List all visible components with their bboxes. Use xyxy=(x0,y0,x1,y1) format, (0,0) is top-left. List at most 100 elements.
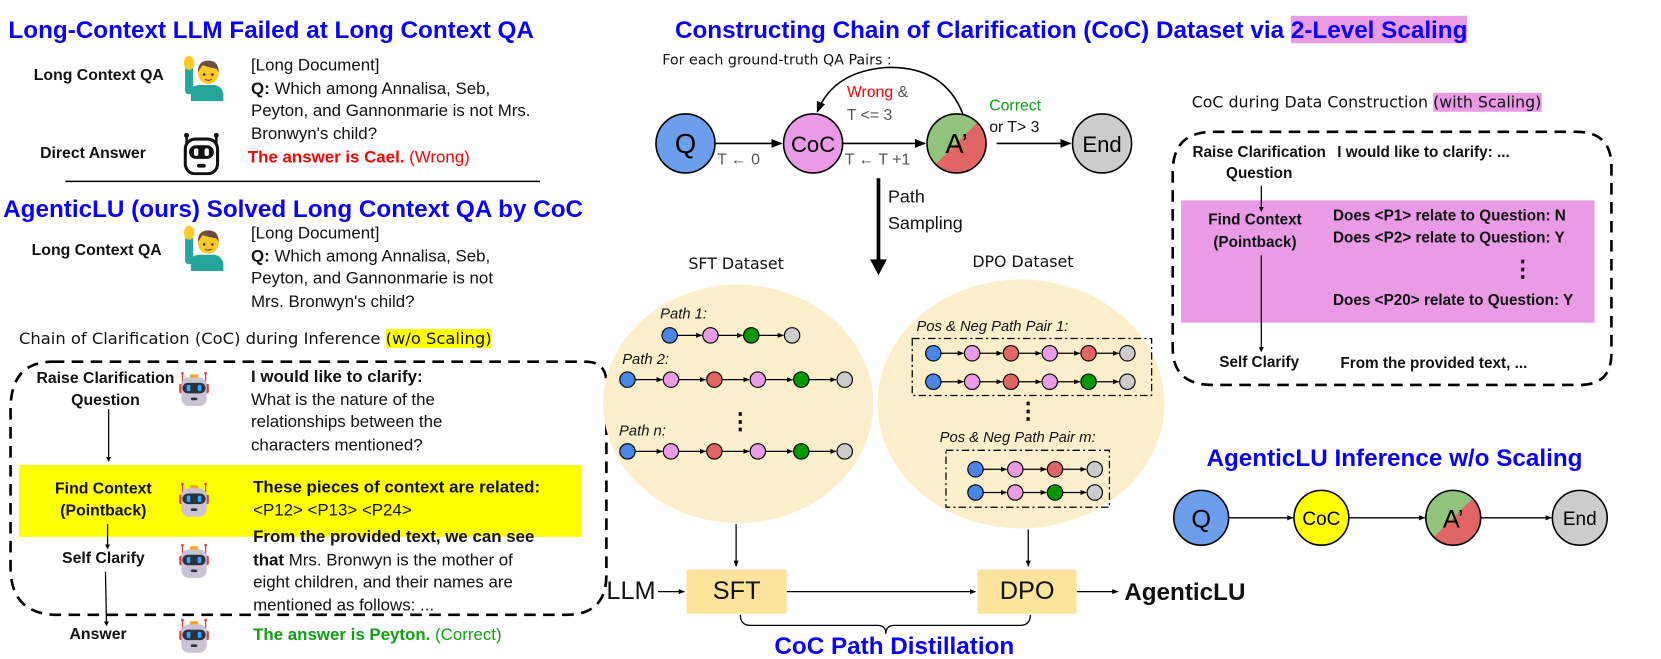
robot-icon xyxy=(178,371,210,407)
relevance-ellipsis: ⋮ xyxy=(1511,255,1535,282)
inference-node-answer-correct-half xyxy=(1425,490,1473,538)
sft-stage: SFT xyxy=(686,569,787,614)
step-label: Question xyxy=(1226,165,1293,183)
dpo-pair-m-positive-node-end xyxy=(1086,484,1104,501)
text-line: eight children, and their names are xyxy=(253,573,513,592)
node-answer-label: A’ xyxy=(945,128,967,159)
step-label: Question xyxy=(71,391,140,410)
step-self-clarify: Self Clarify xyxy=(1219,354,1300,372)
relevance-checks: Does <P1> relate to Question: N Does <P2… xyxy=(1333,206,1566,250)
dpo-pair-1-positive-node-end xyxy=(1119,373,1136,391)
loop-condition: Wrong & xyxy=(847,82,908,103)
text-line: characters mentioned? xyxy=(250,436,423,455)
relevance-line: Does <P1> relate to Question: N xyxy=(1333,207,1566,225)
step-label: Find Context xyxy=(55,479,152,498)
exit-correct: Correct xyxy=(989,97,1042,115)
failed-section-title: Long-Context LLM Failed at Long Context … xyxy=(8,15,534,44)
step-label: Raise Clarification xyxy=(1192,144,1326,162)
dpo-pair-1-positive-node-coc xyxy=(1041,373,1059,391)
inference-section-title: AgenticLU Inference w/o Scaling xyxy=(1206,443,1583,472)
sft-path-1-node-end xyxy=(783,327,801,344)
text-line: Mrs. Bronwyn is the mother of xyxy=(284,551,513,570)
dpo-pair-m-box xyxy=(945,449,1111,508)
sft-path-n-node-q xyxy=(619,443,636,460)
heading-highlight: (with Scaling) xyxy=(1433,92,1542,112)
question-prefix: Q: xyxy=(250,247,270,266)
inference-node-end-label: End xyxy=(1563,509,1597,530)
construction-section-title: Constructing Chain of Clarification (CoC… xyxy=(674,15,1467,44)
solved-question-block: [Long Document] Q: Which among Annalisa,… xyxy=(251,223,493,314)
arrow-self-to-answer xyxy=(103,571,109,627)
document-placeholder: [Long Document] xyxy=(250,56,380,75)
sft-dataset-area xyxy=(603,284,874,524)
label-line: Path xyxy=(887,186,925,207)
step-find-context: Find Context (Pointback) xyxy=(55,478,152,522)
agenticlu-output-label: AgenticLU xyxy=(1124,577,1246,606)
long-context-qa-label: Long Context QA xyxy=(31,241,162,260)
inference-node-coc xyxy=(1293,489,1350,547)
raise-clarification-text: I would like to clarify: What is the nat… xyxy=(251,366,442,457)
label-line: Sampling xyxy=(887,213,963,234)
dpo-pair-m-positive-node-coc xyxy=(1006,484,1024,501)
step-label: (Pointback) xyxy=(60,501,147,520)
heading-text: CoC during Data Construction xyxy=(1191,92,1429,112)
coc-path-distillation-label: CoC Path Distillation xyxy=(774,631,1015,659)
sft-path-2-node-correct xyxy=(793,371,810,388)
step-label: Raise Clarification xyxy=(36,369,175,388)
person-raising-hand-icon xyxy=(183,55,224,102)
dpo-pair-1-negative-node-coc xyxy=(1041,345,1059,362)
coc-loop-graph: Q CoC A’ End xyxy=(655,66,1133,174)
verdict-correct: (Correct) xyxy=(435,626,502,645)
dpo-pair-m-negative-node-coc xyxy=(1006,461,1024,478)
dpo-pair-1-box xyxy=(911,337,1153,397)
text-line: <P12> <P13> <P24> xyxy=(253,501,412,520)
inference-node-answer-label: A’ xyxy=(1443,505,1464,533)
question-line: Which among Annalisa, Seb, xyxy=(274,247,491,266)
person-raising-hand-icon xyxy=(183,225,224,272)
inference-node-q xyxy=(1172,489,1230,547)
sft-path-n-node-end xyxy=(836,443,854,460)
robot-icon xyxy=(182,132,221,176)
dpo-pair-1-negative-node-q xyxy=(925,345,942,362)
node-answer xyxy=(926,113,987,174)
relevance-line: Does <P2> relate to Question: Y xyxy=(1333,229,1565,247)
exit-threshold: or T> 3 xyxy=(989,118,1040,137)
step-find-context: Find Context(Pointback) xyxy=(1208,210,1301,254)
dpo-ellipsis: ⋮ xyxy=(1016,397,1040,424)
node-q-label: Q xyxy=(675,128,696,159)
dpo-pair-1-negative-node-coc xyxy=(963,345,981,362)
verdict-wrong: (Wrong) xyxy=(409,148,470,167)
wrong-answer: The answer is Cael. (Wrong) xyxy=(248,147,470,170)
node-end-label: End xyxy=(1082,132,1121,157)
dpo-pair-1-positive-node-q xyxy=(925,373,942,391)
step-answer: Answer xyxy=(69,625,127,644)
edge-label-increment: T ← T +1 xyxy=(844,150,911,169)
question-prefix: Q: xyxy=(250,79,270,98)
title-text: Constructing Chain of Clarification (CoC… xyxy=(674,15,1285,44)
sft-path-2-node-coc xyxy=(662,371,680,388)
sft-path-2-node-end xyxy=(836,371,854,388)
robot-icon xyxy=(178,543,210,579)
coc-inference-dashed-box xyxy=(9,360,608,617)
distillation-brace xyxy=(739,614,1031,634)
sft-path-n-node-coc xyxy=(662,443,680,460)
sft-path-2-node-wrong xyxy=(706,371,723,388)
inference-node-answer xyxy=(1425,489,1482,547)
sft-path-n-node-wrong xyxy=(706,443,723,460)
failed-question-block: [Long Document] Q: Which among Annalisa,… xyxy=(251,55,531,146)
step-label: (Pointback) xyxy=(1213,234,1297,251)
loop-amp: & xyxy=(897,83,909,102)
coc-inference-heading: Chain of Clarification (CoC) during Infe… xyxy=(19,328,492,349)
sft-path-1-node-correct xyxy=(743,327,760,344)
document-placeholder: [Long Document] xyxy=(250,224,380,243)
node-answer-correct-half xyxy=(926,113,978,165)
dpo-stage: DPO xyxy=(977,569,1077,614)
dpo-pair-1-negative-node-wrong xyxy=(1002,345,1020,362)
pair-m-label: Pos & Neg Path Pair m: xyxy=(939,428,1096,446)
text-bold: I would like to clarify: xyxy=(250,368,423,386)
text-bold: that xyxy=(253,551,285,570)
